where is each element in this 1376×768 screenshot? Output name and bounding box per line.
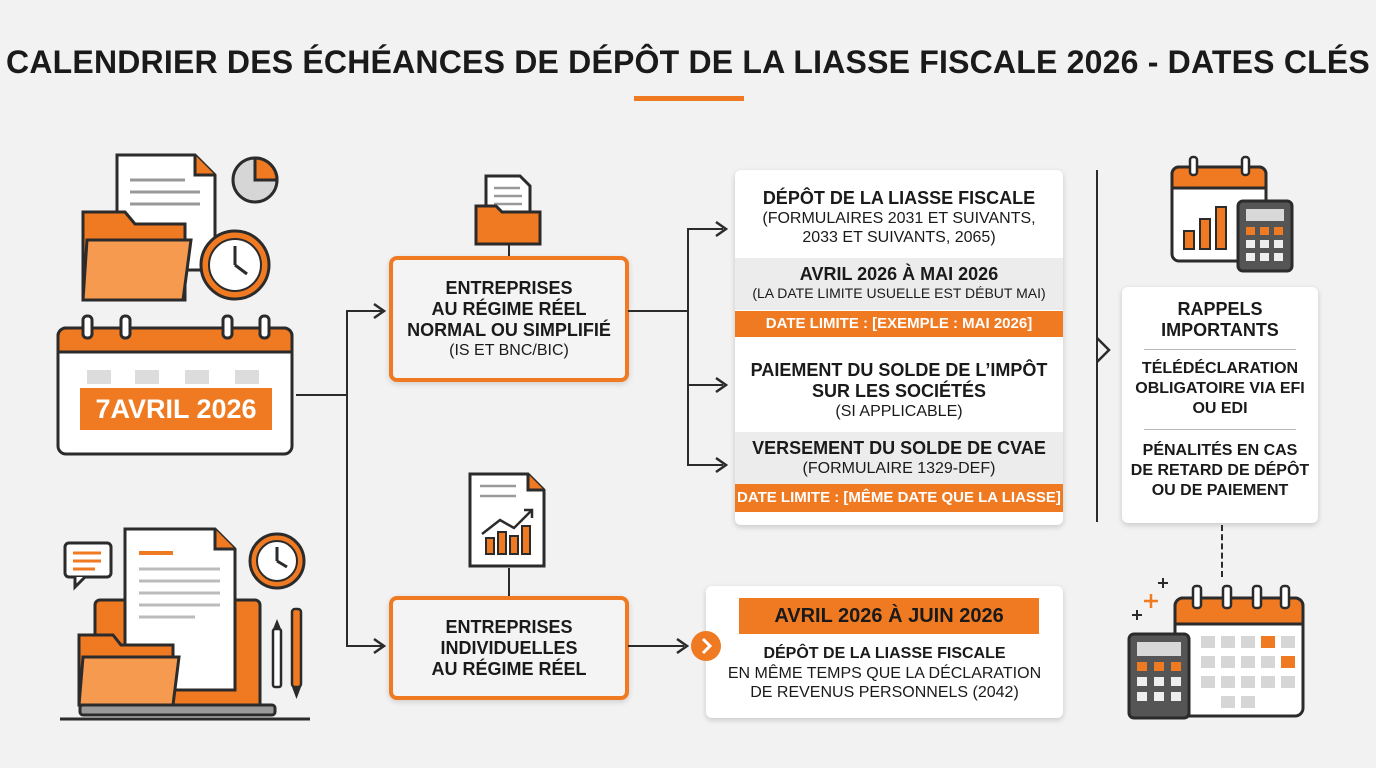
calendar-date-label: 7AVRIL 2026 <box>80 388 272 430</box>
individuelles-line3: AU RÉGIME RÉEL <box>431 658 587 679</box>
rappel-2-line1: PÉNALITÉS EN CAS <box>1142 442 1298 459</box>
liasse-period: AVRIL 2026 À MAI 2026 <box>799 264 999 284</box>
calendar-calculator-icon <box>1170 155 1294 273</box>
pen-icon <box>290 607 303 699</box>
liasse-forms-line2: 2033 ET SUIVANTS, 2065) <box>802 229 996 246</box>
folder-icon <box>77 633 181 707</box>
liasse-title: DÉPÔT DE LA LIASSE FISCALE <box>762 188 1036 208</box>
liasse-period-note: (LA DATE LIMITE USUELLE EST DÉBUT MAI) <box>752 285 1046 301</box>
connector <box>508 244 510 258</box>
liasse-panel: DÉPÔT DE LA LIASSE FISCALE (FORMULAIRES … <box>735 170 1063 525</box>
rappels-title-2: IMPORTANTS <box>1161 320 1279 340</box>
bracket-pointer <box>1096 337 1111 363</box>
connector <box>687 464 723 466</box>
ei-period: AVRIL 2026 À JUIN 2026 <box>739 598 1039 634</box>
arrow-head <box>715 220 728 238</box>
laptop-illustration <box>60 527 310 721</box>
bar-chart-icon <box>468 472 546 568</box>
pencil-icon <box>271 619 283 689</box>
ei-panel: AVRIL 2026 À JUIN 2026 DÉPÔT DE LA LIASS… <box>706 586 1063 718</box>
calendar-calculator-icon-2 <box>1127 578 1305 720</box>
regime-reel-line4: (IS ET BNC/BIC) <box>449 342 569 359</box>
calculator-icon <box>1127 632 1191 720</box>
deadline-bar-2: DATE LIMITE : [MÊME DATE QUE LA LIASSE] <box>735 484 1063 512</box>
regime-reel-line1: ENTREPRISES <box>445 278 573 298</box>
arrow-head <box>373 637 386 655</box>
rappel-1-line3: OU EDI <box>1192 400 1248 417</box>
regime-reel-line3: NORMAL OU SIMPLIFIÉ <box>407 320 611 340</box>
rappel-1-line1: TÉLÉDÉCLARATION <box>1141 360 1299 377</box>
cvae-title: VERSEMENT DU SOLDE DE CVAE <box>752 438 1046 458</box>
rappels-title-1: RAPPELS <box>1177 299 1263 319</box>
calendar-icon <box>56 314 294 456</box>
rappel-1-line2: OBLIGATOIRE VIA EFI <box>1135 380 1305 397</box>
connector <box>346 310 348 647</box>
arrow-head <box>676 637 689 655</box>
pie-chart-icon <box>231 156 279 204</box>
rappels-panel: RAPPELS IMPORTANTS TÉLÉDÉCLARATION OBLIG… <box>1122 287 1318 523</box>
connector <box>687 384 723 386</box>
is-payment-line1: PAIEMENT DU SOLDE DE L’IMPÔT <box>750 360 1048 380</box>
connector <box>508 568 510 596</box>
calendar-icon <box>1173 584 1305 718</box>
deadline-bar-1: DATE LIMITE : [EXEMPLE : MAI 2026] <box>735 311 1063 337</box>
rappel-2-line2: DE RETARD DE DÉPÔT <box>1130 462 1310 479</box>
connector <box>346 645 382 647</box>
connector <box>346 310 382 312</box>
bracket-line <box>1096 170 1098 522</box>
ei-line3: DE REVENUS PERSONNELS (2042) <box>750 684 1019 701</box>
folder-document-icon <box>474 174 542 246</box>
connector <box>628 645 684 647</box>
connector <box>687 228 723 230</box>
folder-icon <box>81 210 193 302</box>
calculator-icon <box>1236 199 1294 273</box>
regime-reel-line2: AU RÉGIME RÉEL <box>431 299 587 319</box>
is-payment-line3: (SI APPLICABLE) <box>835 403 963 420</box>
connector <box>296 394 348 396</box>
is-payment-line2: SUR LES SOCIÉTÉS <box>811 381 987 401</box>
dashed-connector <box>1221 525 1223 577</box>
arrow-head <box>715 456 728 474</box>
divider <box>1144 349 1296 350</box>
sparkle-icon <box>1132 578 1168 620</box>
rappel-2-line3: OU DE PAIEMENT <box>1151 482 1289 499</box>
divider <box>1144 429 1296 430</box>
individuelles-box: ENTREPRISES INDIVIDUELLES AU RÉGIME RÉEL <box>389 596 629 700</box>
ei-line2: EN MÊME TEMPS QUE LA DÉCLARATION <box>727 665 1042 682</box>
individuelles-line2: INDIVIDUELLES <box>440 637 578 658</box>
liasse-period-band: AVRIL 2026 À MAI 2026 (LA DATE LIMITE US… <box>735 258 1063 310</box>
arrow-head <box>373 302 386 320</box>
connector <box>628 310 688 312</box>
page-title: CALENDRIER DES ÉCHÉANCES DE DÉPÔT DE LA … <box>6 44 1370 80</box>
arrow-head <box>715 376 728 394</box>
liasse-forms-line1: (FORMULAIRES 2031 ET SUIVANTS, <box>762 210 1036 227</box>
clock-icon <box>199 229 271 301</box>
chevron-right-icon <box>691 631 721 661</box>
regime-reel-box: ENTREPRISES AU RÉGIME RÉEL NORMAL OU SIM… <box>389 256 629 382</box>
chat-icon <box>63 541 113 591</box>
ei-line1: DÉPÔT DE LA LIASSE FISCALE <box>763 645 1006 662</box>
title-underline <box>634 96 744 101</box>
cvae-band: VERSEMENT DU SOLDE DE CVAE (FORMULAIRE 1… <box>735 432 1063 484</box>
connector <box>687 228 689 466</box>
clock-icon <box>248 532 306 590</box>
individuelles-line1: ENTREPRISES <box>445 616 573 637</box>
cvae-form: (FORMULAIRE 1329-DEF) <box>802 460 996 477</box>
